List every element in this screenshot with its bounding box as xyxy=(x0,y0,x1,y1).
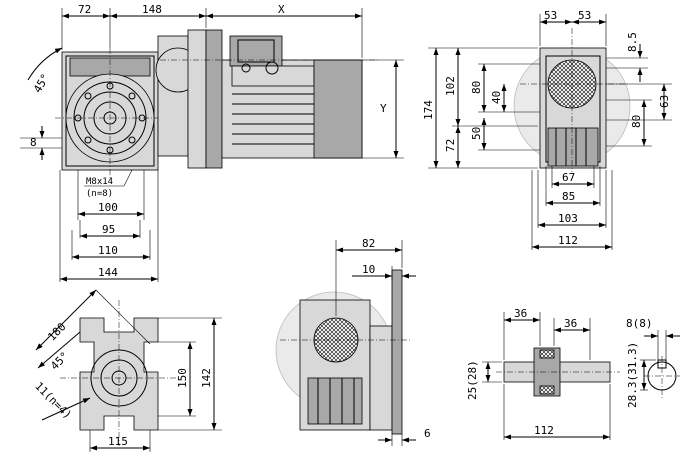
dim-53-left: 53 xyxy=(544,9,557,22)
dim-102: 102 xyxy=(444,76,457,96)
dim-36-right: 36 xyxy=(564,317,577,330)
flange-view: 180 45° 11(n=4) 150 142 115 xyxy=(32,289,222,452)
dim-y: Y xyxy=(380,102,387,115)
thread-count: (n=8) xyxy=(86,189,113,199)
side-view: 53 53 8.5 174 102 72 80 40 50 xyxy=(422,9,672,250)
dim-95: 95 xyxy=(102,223,115,236)
motor-flange xyxy=(205,29,223,169)
front-view: 72 148 X Y 45° 8 M8x14 (n=8) xyxy=(20,3,404,282)
dim-40: 40 xyxy=(490,91,503,104)
dim-72-side: 72 xyxy=(444,139,457,152)
dim-180: 180 xyxy=(45,320,68,343)
thread-spec: M8x14 xyxy=(86,177,113,187)
dim-x: X xyxy=(278,3,285,16)
dim-103: 103 xyxy=(558,212,578,225)
dim-115: 115 xyxy=(108,435,128,448)
dim-8: 8 xyxy=(30,136,37,149)
dim-53-right: 53 xyxy=(578,9,591,22)
torque-arm-view: 82 10 6 xyxy=(275,237,431,446)
dim-174: 174 xyxy=(422,100,435,120)
dim-110: 110 xyxy=(98,244,118,257)
torque-arm xyxy=(391,269,403,435)
dim-148: 148 xyxy=(142,3,162,16)
dim-112-side: 112 xyxy=(558,234,578,247)
dim-112-shaft: 112 xyxy=(534,424,554,437)
dim-6: 6 xyxy=(424,427,431,440)
dim-10: 10 xyxy=(362,263,375,276)
dim-80-right: 80 xyxy=(630,115,643,128)
key-view: 8(8) 28.3(31.3) xyxy=(626,317,680,408)
dim-72: 72 xyxy=(78,3,91,16)
dim-85: 85 xyxy=(562,190,575,203)
fan-cover xyxy=(313,59,363,159)
key-height: 28.3(31.3) xyxy=(626,342,639,408)
angle-45-flange: 45° xyxy=(48,349,71,372)
dim-142: 142 xyxy=(200,368,213,388)
shaft-diameter: 25(28) xyxy=(466,360,479,400)
dim-80-left: 80 xyxy=(470,81,483,94)
dim-144: 144 xyxy=(98,266,118,279)
dim-150: 150 xyxy=(176,368,189,388)
dim-63: 63 xyxy=(658,95,671,108)
dim-67: 67 xyxy=(562,171,575,184)
key-width: 8(8) xyxy=(626,317,653,330)
dim-50: 50 xyxy=(470,127,483,140)
dim-36-left: 36 xyxy=(514,307,527,320)
side-fins xyxy=(555,128,587,166)
shaft-view: 36 36 25(28) 112 xyxy=(466,307,620,440)
arm-fins xyxy=(317,378,355,424)
dim-82: 82 xyxy=(362,237,375,250)
dim-100: 100 xyxy=(98,201,118,214)
dim-8-5: 8.5 xyxy=(626,32,639,52)
cooling-fins xyxy=(232,93,314,145)
angle-45-front: 45° xyxy=(31,71,52,95)
